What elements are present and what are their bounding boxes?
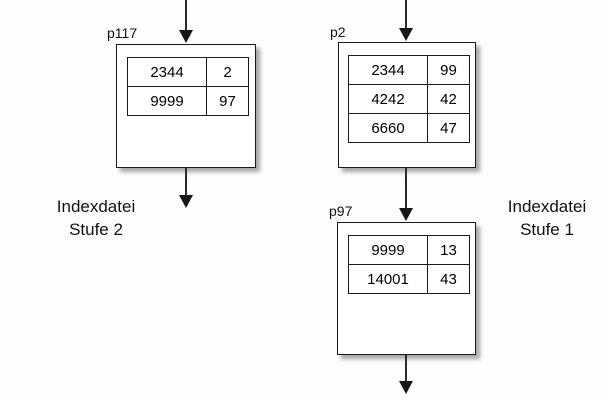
page-label-p2: p2 — [330, 24, 346, 40]
arrow-into-p2-node — [399, 0, 413, 42]
arrow-head-icon — [179, 195, 193, 208]
entry-key: 6660 — [348, 113, 428, 143]
table-row: 2344 99 — [348, 55, 470, 85]
entry-pointer: 99 — [427, 55, 470, 85]
entry-key: 4242 — [348, 84, 428, 114]
caption-line-2: Stufe 1 — [520, 219, 574, 239]
entry-pointer: 2 — [206, 57, 249, 87]
entry-key: 9999 — [127, 86, 207, 116]
caption-line-1: Indexdatei — [56, 197, 136, 216]
table-row: 9999 13 — [348, 235, 470, 265]
table-row: 6660 47 — [348, 113, 470, 143]
entry-pointer: 97 — [206, 86, 249, 116]
arrow-shaft — [405, 355, 407, 383]
entry-pointer: 43 — [427, 264, 470, 294]
table-row: 2344 2 — [127, 57, 249, 87]
entry-key: 2344 — [127, 57, 207, 87]
caption-line-1: Indexdatei — [507, 197, 587, 216]
page-label-p97: p97 — [329, 203, 353, 219]
page-label-p117: p117 — [107, 25, 138, 41]
arrow-shaft — [185, 0, 187, 32]
entry-pointer: 42 — [427, 84, 470, 114]
arrow-p2-to-p97 — [399, 168, 413, 224]
caption-index-level-1: Indexdatei Stufe 1 — [488, 196, 606, 242]
arrow-head-icon — [399, 381, 413, 394]
arrow-head-icon — [399, 28, 413, 41]
entry-key: 14001 — [348, 264, 428, 294]
table-row: 9999 97 — [127, 86, 249, 116]
arrow-out-of-p97-node — [399, 355, 413, 395]
entry-key: 9999 — [348, 235, 428, 265]
table-row: 14001 43 — [348, 264, 470, 294]
table-row: 4242 42 — [348, 84, 470, 114]
arrow-shaft — [185, 168, 187, 197]
entry-pointer: 13 — [427, 235, 470, 265]
index-entry-table-p117: 2344 2 9999 97 — [127, 57, 249, 116]
entry-key: 2344 — [348, 55, 428, 85]
arrow-shaft — [405, 168, 407, 210]
arrow-head-icon — [399, 208, 413, 221]
index-entry-table-p97: 9999 13 14001 43 — [348, 235, 470, 294]
arrow-into-p117-node — [179, 0, 193, 44]
arrow-shaft — [405, 0, 407, 30]
entry-pointer: 47 — [427, 113, 470, 143]
caption-index-level-2: Indexdatei Stufe 2 — [12, 196, 180, 242]
arrow-head-icon — [179, 30, 193, 43]
index-entry-table-p2: 2344 99 4242 42 6660 47 — [348, 55, 470, 143]
arrow-out-of-p117-node — [179, 168, 193, 210]
caption-line-2: Stufe 2 — [69, 219, 123, 239]
